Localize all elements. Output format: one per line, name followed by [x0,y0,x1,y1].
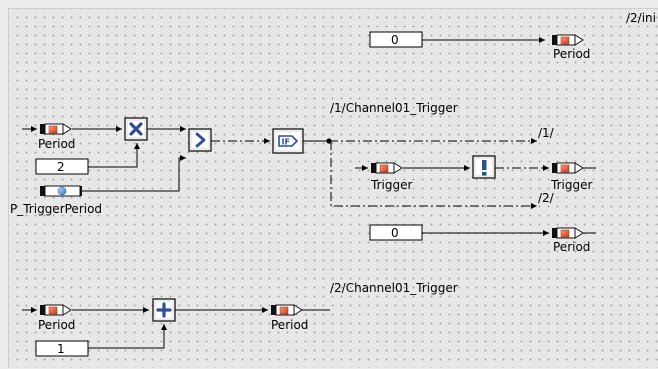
wire-branch-2 [330,141,537,209]
multiply-block[interactable] [124,117,148,141]
wire-one-add [88,324,167,349]
branch-1-label: /1/ [538,126,555,140]
compare-block[interactable] [188,128,212,152]
period-bot-in-label: Period [38,318,75,332]
trigger-in-icon[interactable] [370,162,403,174]
wire-two-mult [88,143,140,168]
trigger-block[interactable] [472,155,496,179]
period-bot-out-icon[interactable] [270,304,303,316]
channel2-trigger-label: /2/Channel01_Trigger [330,281,458,295]
wire-param-compare [82,155,186,192]
channel1-trigger-label: /1/Channel01_Trigger [330,101,458,115]
trigger-period-param-icon[interactable] [39,185,83,197]
const-box-top[interactable]: 0 [369,31,423,48]
const-two-value: 2 [57,160,65,174]
period-in-icon[interactable] [39,123,72,135]
init-path-label: /2/ini [626,11,656,25]
const-mid-value: 0 [391,226,399,240]
period-mid-label: Period [553,240,590,254]
period-bot-in-icon[interactable] [39,304,72,316]
branch-2-label: /2/ [538,191,555,205]
trigger-in-label: Trigger [370,178,412,192]
trigger-out-icon[interactable] [551,162,584,174]
const-box-one[interactable]: 1 [35,340,89,357]
period-mid-icon[interactable] [551,227,584,239]
add-block[interactable] [152,298,176,322]
if-block-label: IF [282,138,290,147]
period-top-icon[interactable] [551,34,584,46]
const-box-two[interactable]: 2 [35,158,89,175]
period-in-label: Period [38,137,75,151]
const-one-value: 1 [57,342,65,356]
diagram-canvas[interactable] [8,8,658,368]
period-top-label: Period [553,47,590,61]
trigger-out-label: Trigger [550,178,592,192]
trigger-period-label: P_TriggerPeriod [10,202,102,216]
if-block[interactable]: IF [272,128,304,154]
const-top-value: 0 [391,33,399,47]
period-bot-out-label: Period [271,318,308,332]
const-box-mid[interactable]: 0 [369,224,423,241]
